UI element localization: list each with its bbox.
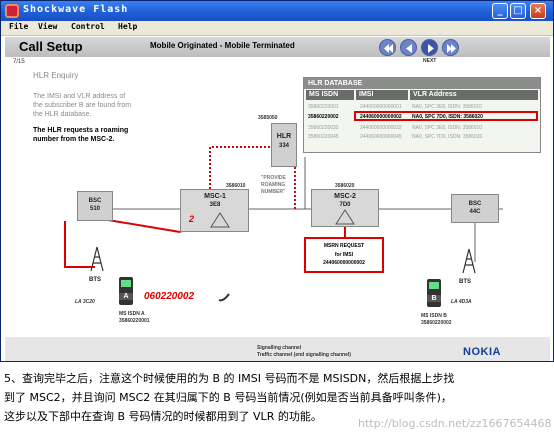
msrn-line-2: for IMSI — [334, 252, 354, 258]
bsc-left-code: 510 — [89, 206, 100, 212]
bts-right-code: LA 4D3A — [451, 299, 472, 305]
slide-title: Call Setup — [19, 39, 83, 54]
msc1-node — [180, 189, 249, 232]
phone-a-badge: A — [119, 293, 133, 300]
nokia-logo: NOKIA — [463, 346, 501, 358]
gray-line-1: The IMSI and VLR address of — [33, 93, 126, 100]
msc2-code: 7D0 — [339, 202, 351, 208]
table-cell: 35860220001 — [308, 104, 339, 110]
table-cell: 244060000000045 — [360, 134, 402, 140]
table-cell: NA0, SPC 3E8, ISDN: 3586010 — [412, 104, 483, 110]
msc2-id: 3586020 — [335, 183, 355, 189]
col-vlr: VLR Address — [410, 90, 538, 100]
caption-line-3: 这步以及下部中在查询 B 号码情况的时候都用到了 VLR 的功能。 — [4, 410, 322, 423]
table-cell: 35860220032 — [308, 125, 339, 131]
menu-view[interactable]: View — [38, 22, 58, 31]
highlighted-row — [354, 111, 538, 121]
bts-left-code: LA 3C20 — [75, 299, 95, 305]
msc1-name: MSC-1 — [204, 193, 226, 200]
flash-window: Shockwave Flash _ □ × File View Control … — [0, 0, 554, 362]
msc1-step-number: 2 — [189, 214, 195, 224]
ms-b-label: MS ISDN B — [421, 313, 447, 319]
table-cell: NA0, SPC 3E8, ISDN: 3586010 — [412, 125, 483, 131]
fast-forward-icon[interactable] — [442, 39, 459, 56]
hlr-name: HLR — [276, 133, 292, 140]
caption-line-1: 5、查询完毕之后，注意这个时候使用的为 B 的 IMSI 号码而不是 MSISD… — [4, 372, 455, 385]
provide-line-3: NUMBER" — [261, 189, 286, 195]
hlr-node — [271, 123, 297, 167]
msrn-line-1: MSRN REQUEST — [323, 243, 365, 249]
ms-a-number: 35860220001 — [119, 318, 150, 324]
maximize-button[interactable]: □ — [510, 3, 526, 19]
handset-icon — [218, 293, 230, 302]
menu-help[interactable]: Help — [118, 22, 138, 31]
table-cell: 244060000000001 — [360, 104, 402, 110]
msc2-switch-icon — [335, 209, 355, 225]
bold-line-1: The HLR requests a roaming — [33, 127, 129, 134]
msc2-node — [311, 189, 379, 227]
title-bar[interactable]: Shockwave Flash _ □ × — [1, 1, 553, 21]
col-imsi: IMSI — [356, 90, 408, 100]
minimize-button[interactable]: _ — [492, 3, 508, 19]
flash-slide: Call Setup Mobile Originated - Mobile Te… — [5, 37, 550, 361]
shockwave-app-icon — [5, 4, 19, 18]
bsc-left-node — [77, 191, 113, 221]
ms-b-number: 35860220002 — [421, 320, 452, 326]
table-cell: 35860220045 — [308, 134, 339, 140]
phone-b-badge: B — [427, 295, 441, 302]
legend-bar — [5, 337, 550, 361]
table-cell: 244060000000032 — [360, 125, 402, 131]
table-cell: NA0, SPC 7D0, ISDN: 3586020 — [412, 134, 483, 140]
close-button[interactable]: × — [530, 3, 546, 19]
msrn-request-box: MSRN REQUEST for IMSI 244060000000002 — [304, 237, 384, 273]
msc2-name: MSC-2 — [334, 193, 356, 200]
hlr-database: HLR DATABASE MS ISDN IMSI VLR Address 35… — [303, 77, 541, 153]
window-title: Shockwave Flash — [23, 4, 129, 15]
menu-bar: File View Control Help — [1, 21, 553, 36]
hlr-enquiry-heading: HLR Enquiry — [33, 71, 79, 80]
table-cell: 35860220002 — [308, 114, 339, 120]
menu-control[interactable]: Control — [71, 22, 105, 31]
hlr-code: 334 — [278, 143, 289, 149]
msc1-switch-icon — [210, 212, 230, 228]
msc1-code: 3E8 — [209, 202, 221, 208]
slide-header: Call Setup Mobile Originated - Mobile Te… — [5, 37, 550, 57]
menu-file[interactable]: File — [9, 22, 29, 31]
next-label: NEXT — [423, 58, 437, 64]
table-cell: 244060000000002 — [360, 114, 402, 120]
provide-line-2: ROAMING — [261, 182, 286, 188]
bsc-right-node — [451, 194, 499, 223]
next-icon[interactable] — [421, 39, 438, 56]
dialed-number: 060220002 — [144, 291, 195, 302]
gray-line-3: the HLR database. — [33, 111, 92, 118]
bsc-right-code: 44C — [469, 209, 481, 215]
mobile-phone-a-icon — [119, 277, 133, 305]
hlr-database-title: HLR DATABASE — [304, 78, 540, 89]
slide-subtitle: Mobile Originated - Mobile Terminated — [150, 41, 295, 50]
gray-line-2: the subscriber B are found from — [33, 102, 132, 109]
bts-right-name: BTS — [459, 279, 471, 285]
bsc-left-name: BSC — [88, 198, 102, 204]
hlr-id: 3585050 — [258, 115, 278, 121]
ms-a-label: MS ISDN A — [119, 311, 145, 317]
rewind-icon[interactable] — [379, 39, 396, 56]
provide-line-1: "PROVIDE — [261, 175, 286, 181]
caption-line-2: 到了 MSC2，并且询问 MSC2 在其归属下的 B 号码当前情况(例如是否当前… — [4, 391, 452, 404]
mobile-phone-b-icon — [427, 279, 441, 307]
watermark-url: http://blog.csdn.net/zz1667654468 — [358, 417, 552, 430]
bsc-right-name: BSC — [468, 201, 482, 207]
page-number: 7/15 — [13, 59, 25, 65]
msrn-line-3: 244060000000002 — [323, 260, 365, 266]
legend-signalling: Signalling channel — [257, 345, 302, 351]
table-cell: NA0, SPC 7D0, ISDN: 3586020 — [412, 114, 483, 120]
col-msisdn: MS ISDN — [306, 90, 354, 100]
legend-traffic: Traffic channel (end signalling channel) — [257, 352, 351, 358]
msc1-id: 3586010 — [226, 183, 246, 189]
bts-left-name: BTS — [89, 277, 101, 283]
prev-icon[interactable] — [400, 39, 417, 56]
bold-line-2: number from the MSC-2. — [33, 136, 115, 143]
